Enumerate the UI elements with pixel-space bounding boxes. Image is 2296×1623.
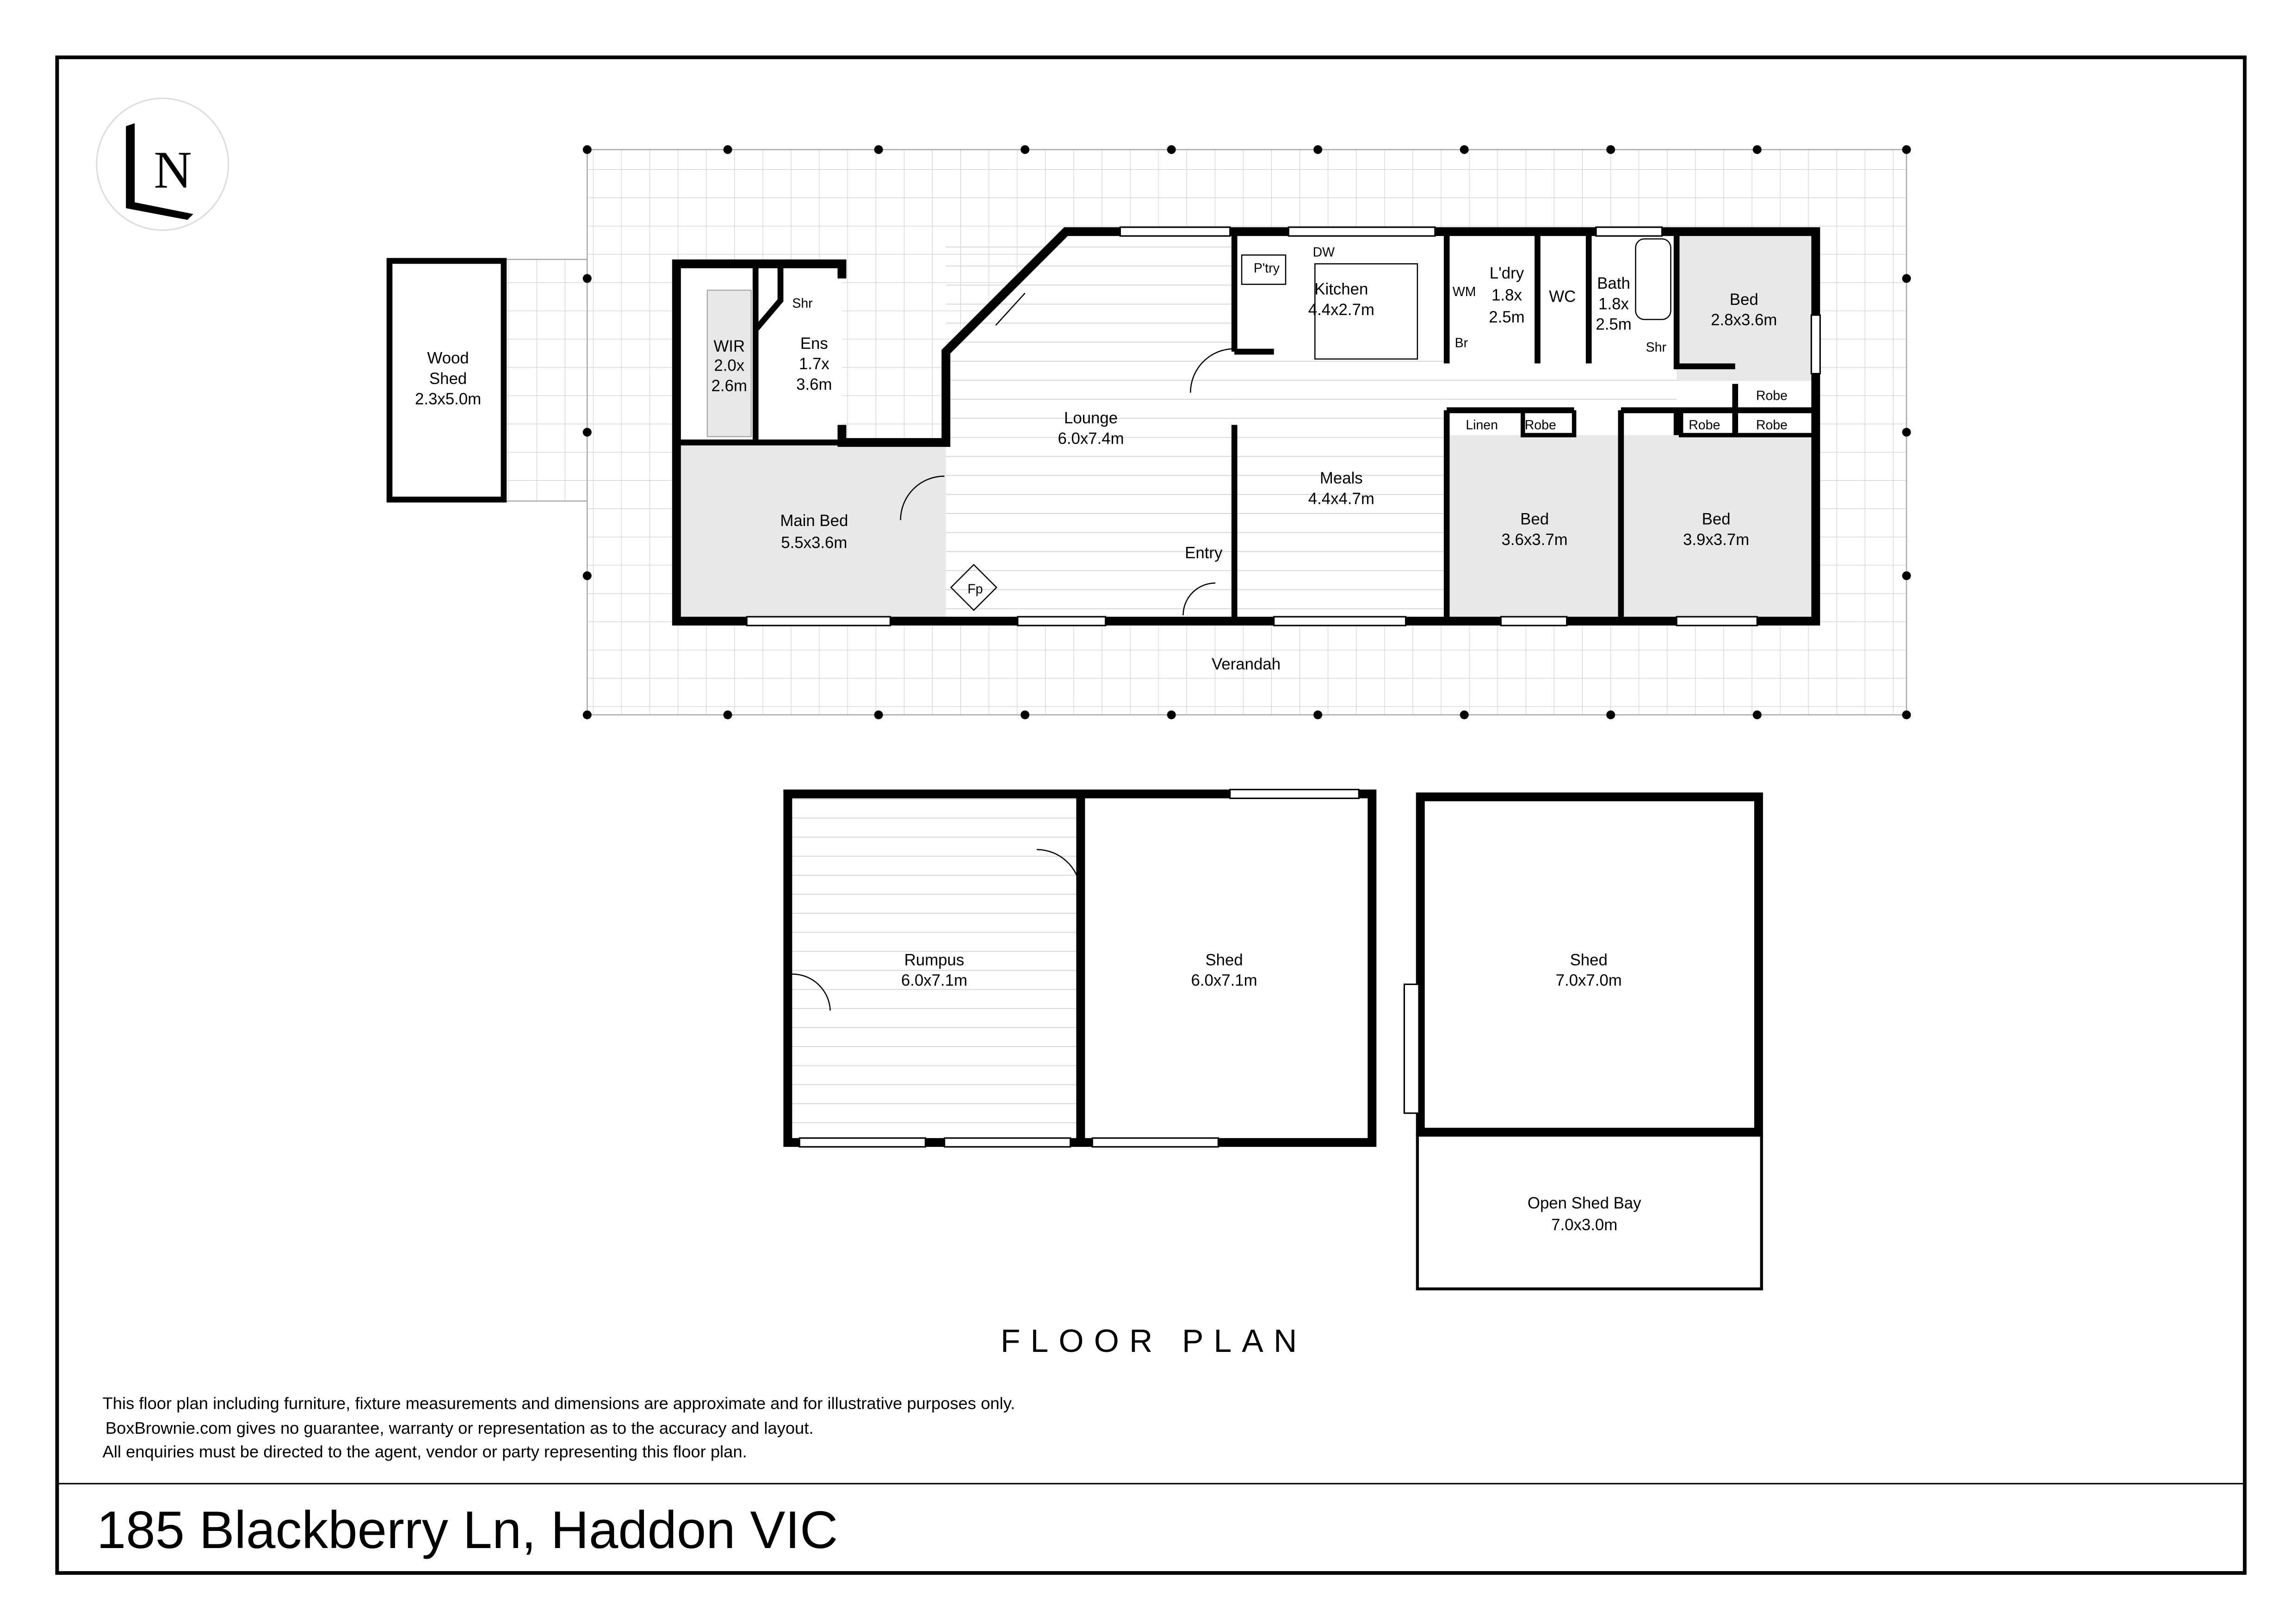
- bath-size2: 2.5m: [1596, 316, 1631, 334]
- open-bay-size: 7.0x3.0m: [1551, 1216, 1617, 1234]
- meals-size: 4.4x4.7m: [1308, 489, 1374, 508]
- wood-shed-label-2: Shed: [429, 370, 467, 388]
- bath-shower: Shr: [1646, 340, 1666, 355]
- washer-label: WM: [1453, 285, 1476, 299]
- bed3-label: Bed: [1702, 510, 1731, 528]
- fireplace-label: Fp: [967, 582, 983, 596]
- shed2-size: 7.0x7.0m: [1556, 972, 1622, 990]
- rumpus-label: Rumpus: [904, 951, 965, 969]
- main-bed-label: Main Bed: [780, 512, 848, 530]
- house: WIR 2.0x 2.6m Ens 1.7x 3.6m Shr Main Bed…: [672, 226, 1821, 626]
- lounge-size: 6.0x7.4m: [1058, 430, 1124, 448]
- robe-label: Robe: [1525, 418, 1556, 433]
- laundry-size1: 1.8x: [1491, 286, 1522, 304]
- page-border: [55, 55, 2247, 1575]
- wir-size1: 2.0x: [714, 356, 744, 374]
- meals-label: Meals: [1320, 469, 1363, 487]
- wc-label: WC: [1549, 288, 1576, 306]
- disclaimer-line-2: BoxBrownie.com gives no guarantee, warra…: [105, 1419, 814, 1437]
- entry-label: Entry: [1185, 544, 1223, 562]
- disclaimer-line-3: All enquiries must be directed to the ag…: [103, 1442, 747, 1461]
- shed1-label: Shed: [1205, 951, 1243, 969]
- wood-shed: Wood Shed 2.3x5.0m: [386, 258, 507, 503]
- main-bed-size: 5.5x3.6m: [781, 533, 847, 551]
- ens-shower: Shr: [792, 296, 812, 311]
- kitchen-label: Kitchen: [1314, 280, 1368, 298]
- bed2-size: 3.6x3.7m: [1502, 531, 1568, 549]
- laundry-label: L'dry: [1490, 264, 1524, 282]
- open-bay-label: Open Shed Bay: [1528, 1194, 1641, 1212]
- wood-shed-label: Wood: [427, 349, 469, 367]
- shed1-size: 6.0x7.1m: [1191, 972, 1257, 990]
- wir-size2: 2.6m: [712, 377, 747, 395]
- logo: N: [96, 97, 229, 231]
- shed-building: Shed 7.0x7.0m Open Shed Bay 7.0x3.0m: [1403, 792, 1763, 1291]
- wood-shed-size: 2.3x5.0m: [415, 390, 481, 408]
- robe-label: Robe: [1756, 418, 1788, 433]
- verandah-label: Verandah: [1212, 655, 1281, 673]
- ens-label: Ens: [800, 335, 828, 353]
- robe-label: Robe: [1756, 389, 1788, 403]
- bed3-size: 3.9x3.7m: [1683, 531, 1749, 549]
- pantry-label: P'try: [1254, 261, 1280, 276]
- bed1-size: 2.8x3.6m: [1711, 311, 1777, 329]
- wir-label: WIR: [713, 337, 745, 355]
- bed2-label: Bed: [1520, 510, 1549, 528]
- property-address: 185 Blackberry Ln, Haddon VIC: [97, 1501, 838, 1560]
- svg-text:N: N: [154, 141, 192, 199]
- ens-size2: 3.6m: [796, 375, 832, 393]
- shed2-label: Shed: [1570, 951, 1608, 969]
- dishwasher-label: DW: [1313, 245, 1335, 260]
- lounge-label: Lounge: [1064, 409, 1118, 427]
- broom-label: Br: [1455, 336, 1468, 351]
- linen-label: Linen: [1466, 418, 1498, 433]
- plan-title: FLOOR PLAN: [1001, 1323, 1307, 1359]
- ens-size1: 1.7x: [799, 355, 829, 373]
- rumpus-shed-building: Rumpus 6.0x7.1m Shed 6.0x7.1m: [783, 788, 1377, 1148]
- laundry-size2: 2.5m: [1489, 308, 1524, 326]
- bed1-label: Bed: [1730, 291, 1758, 309]
- rumpus-size: 6.0x7.1m: [901, 972, 967, 990]
- robe-label: Robe: [1689, 418, 1720, 433]
- disclaimer-line-1: This floor plan including furniture, fix…: [103, 1394, 1015, 1412]
- kitchen-size: 4.4x2.7m: [1308, 301, 1374, 319]
- bath-size1: 1.8x: [1598, 295, 1629, 313]
- bath-label: Bath: [1597, 274, 1630, 292]
